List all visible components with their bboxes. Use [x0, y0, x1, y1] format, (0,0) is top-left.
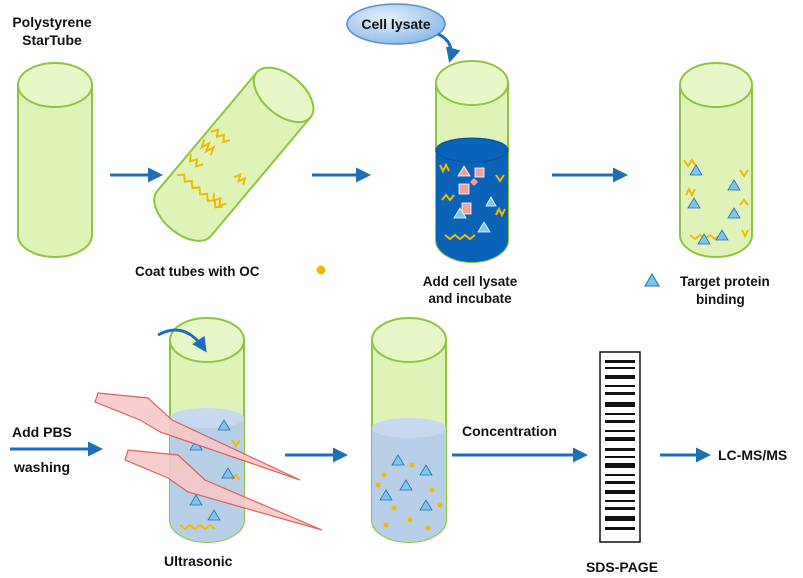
add-lysate-label-line2: and incubate: [428, 291, 512, 306]
arrow-pbs-in: [157, 328, 207, 353]
tube-empty: [17, 62, 93, 258]
tube-eluted: [371, 317, 447, 543]
sds-page-gel: [599, 351, 641, 543]
oc-dot-icon: [316, 265, 326, 275]
target-label-line2: binding: [696, 292, 745, 307]
start-label-line1: Polystyrene: [12, 14, 92, 30]
tube-coated: [153, 66, 315, 242]
cell-lysate-bubble: Cell lysate: [346, 3, 461, 63]
lightning-bolt-upper: [94, 392, 301, 481]
cell-lysate-label: Cell lysate: [361, 16, 430, 32]
arrow-lysate-in: [437, 32, 461, 63]
lightning-bolt-lower: [124, 449, 323, 531]
triangle-icon: [644, 273, 660, 287]
tube-target-bound: [679, 62, 753, 258]
add-lysate-label-line1: Add cell lysate: [423, 274, 518, 289]
tube-lysate: [435, 60, 509, 263]
lcms-label: LC-MS/MS: [718, 447, 787, 463]
oc-chain: [177, 128, 247, 209]
sds-page-label: SDS-PAGE: [586, 559, 658, 575]
pbs-label-line2: washing: [13, 459, 70, 475]
target-label-line1: Target protein: [680, 274, 770, 289]
ultrasonic-label: Ultrasonic: [164, 553, 233, 569]
coat-label: Coat tubes with OC: [135, 264, 260, 279]
start-label-line2: StarTube: [22, 32, 82, 48]
concentration-label: Concentration: [462, 423, 557, 439]
pbs-label-line1: Add PBS: [12, 424, 72, 440]
